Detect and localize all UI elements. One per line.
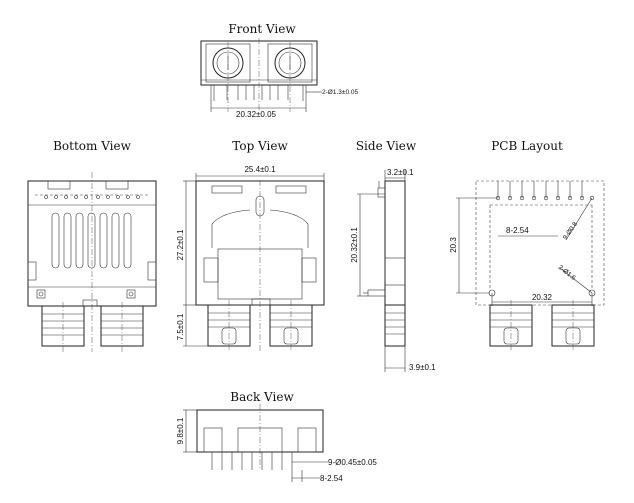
top-port-right [269,300,313,352]
front-pin-dia-dim: 2-Ø1.3±0.05 [322,89,358,96]
side-view-title: Side View [356,139,417,153]
top-view-title: Top View [232,139,288,153]
pcb-large-hole-dim: 2-Ø1.6 [557,264,577,282]
side-pin-dim: 3.9±0.1 [409,363,436,372]
back-pin-dia-dim: 9-Ø0.45±0.05 [328,458,377,467]
back-view: Back View 9.8±0.1 9-Ø0.45±0.05 8-2.54 [176,390,377,483]
pcb-width-dim: 20.32 [532,293,553,302]
pcb-height-dim: 20.3 [449,237,458,253]
side-length-dim: 20.32±0.1 [350,227,359,263]
bottom-port-left [41,302,85,352]
front-width-dim: 20.32±0.05 [236,110,277,119]
back-height-dim: 9.8±0.1 [176,417,185,444]
top-view: Top View 25.4±0.1 27.2±0.1 7.5±0.1 [176,139,325,352]
back-view-title: Back View [230,390,294,404]
back-pitch-dim: 8-2.54 [320,474,343,483]
bottom-view-title: Bottom View [53,139,132,153]
bottom-port-right [100,302,144,352]
pcb-layout: PCB Layout 8-2.54 20. [449,139,605,352]
side-view: Side View 3.2±0.1 20.32±0.1 3.9±0.1 [350,139,436,372]
side-body [384,180,406,306]
side-top-dim: 3.2±0.1 [387,168,414,177]
pcb-port-right [551,300,595,352]
front-view: Front View 20.32±0.05 2-Ø1.3±0.05 [200,22,358,119]
pcb-small-hole-dim: 9-Ø0.8 [562,221,579,242]
bottom-view: Bottom View [27,139,157,352]
top-port-dim: 7.5±0.1 [176,313,185,340]
pcb-outline [475,180,605,306]
pcb-pitch-dim: 8-2.54 [506,226,529,235]
top-port-left [207,300,251,352]
pcb-layout-title: PCB Layout [491,139,563,153]
top-length-dim: 27.2±0.1 [176,229,185,261]
top-width-dim: 25.4±0.1 [244,165,276,174]
pcb-port-left [489,300,533,352]
front-view-title: Front View [228,22,296,36]
